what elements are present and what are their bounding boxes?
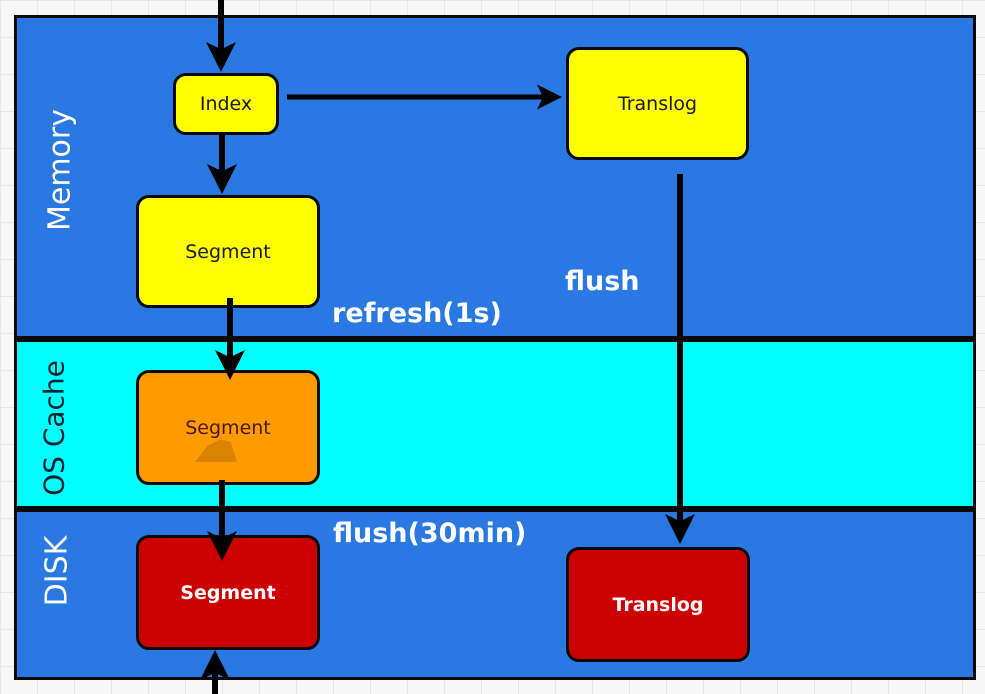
refresh-label: refresh(1s) — [332, 298, 502, 329]
index-node[interactable]: Index — [173, 73, 279, 135]
translog-memory-node[interactable]: Translog — [566, 47, 749, 160]
translog-disk-node[interactable]: Translog — [566, 547, 750, 662]
flush-label: flush — [565, 266, 640, 297]
segment-os-cache-node[interactable]: Segment — [136, 370, 320, 485]
flush-interval-label: flush(30min) — [333, 518, 527, 549]
